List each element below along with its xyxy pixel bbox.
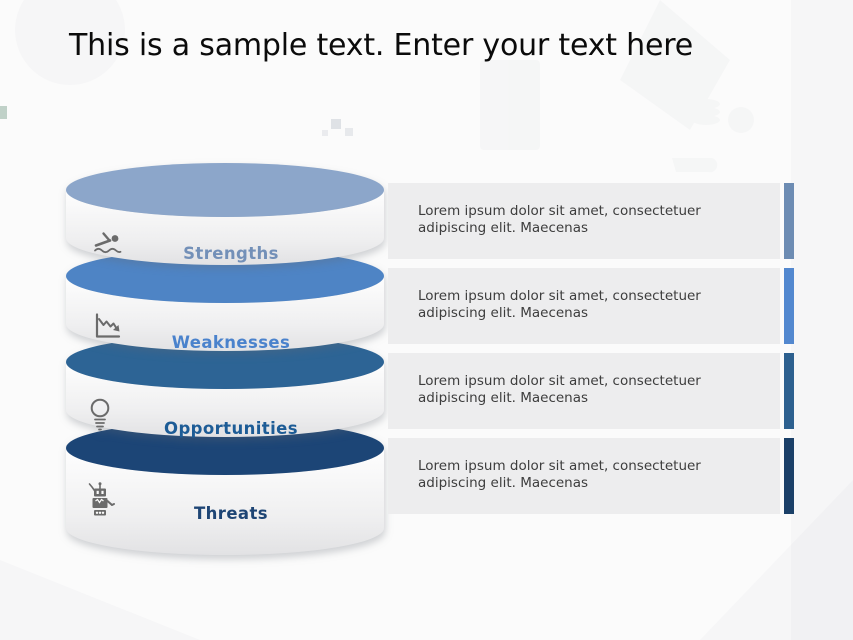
disk-strengths: Strengths	[66, 163, 384, 265]
swimmer-icon	[94, 232, 122, 254]
strengths-top-ellipse	[66, 163, 384, 217]
info-box: Lorem ipsum dolor sit amet, consectetuer…	[388, 268, 780, 344]
disk-weaknesses: Weaknesses	[66, 249, 384, 352]
info-row-threats: Lorem ipsum dolor sit amet, consectetuer…	[388, 438, 794, 514]
background-band	[791, 0, 853, 640]
accent-bar	[784, 353, 794, 429]
info-row-strengths: Lorem ipsum dolor sit amet, consectetuer…	[388, 183, 794, 259]
info-text: Lorem ipsum dolor sit amet, consectetuer…	[418, 373, 701, 406]
disk-opportunities: Opportunities	[66, 335, 384, 438]
opportunities-top-ellipse	[66, 335, 384, 389]
info-box: Lorem ipsum dolor sit amet, consectetuer…	[388, 353, 780, 429]
green-square-decor	[0, 106, 7, 119]
opportunities-band	[66, 362, 384, 437]
info-text: Lorem ipsum dolor sit amet, consectetuer…	[418, 288, 701, 321]
accent-bar	[784, 183, 794, 259]
threats-label: Threats	[194, 504, 268, 523]
weaknesses-top-ellipse	[66, 249, 384, 303]
declining-chart-icon	[95, 313, 121, 338]
background-pixel-squares	[0, 106, 353, 136]
threats-band	[66, 448, 384, 555]
slide-title: This is a sample text. Enter your text h…	[69, 28, 693, 63]
disk-threats: Threats	[66, 421, 384, 555]
info-box: Lorem ipsum dolor sit amet, consectetuer…	[388, 438, 780, 514]
weaknesses-band	[66, 276, 384, 351]
swot-cylinder-stack: Threats Opportunities	[66, 163, 384, 555]
strengths-label: Strengths	[183, 244, 279, 263]
accent-bar	[784, 268, 794, 344]
info-row-opportunities: Lorem ipsum dolor sit amet, consectetuer…	[388, 353, 794, 429]
opportunities-label: Opportunities	[164, 419, 298, 438]
info-row-weaknesses: Lorem ipsum dolor sit amet, consectetuer…	[388, 268, 794, 344]
info-box: Lorem ipsum dolor sit amet, consectetuer…	[388, 183, 780, 259]
weaknesses-label: Weaknesses	[172, 333, 291, 352]
robot-icon	[88, 482, 115, 516]
threats-top-ellipse	[66, 421, 384, 475]
info-text: Lorem ipsum dolor sit amet, consectetuer…	[418, 458, 701, 491]
info-text: Lorem ipsum dolor sit amet, consectetuer…	[418, 203, 701, 236]
lightbulb-icon	[90, 398, 110, 431]
accent-bar	[784, 438, 794, 514]
strengths-band	[66, 190, 384, 265]
